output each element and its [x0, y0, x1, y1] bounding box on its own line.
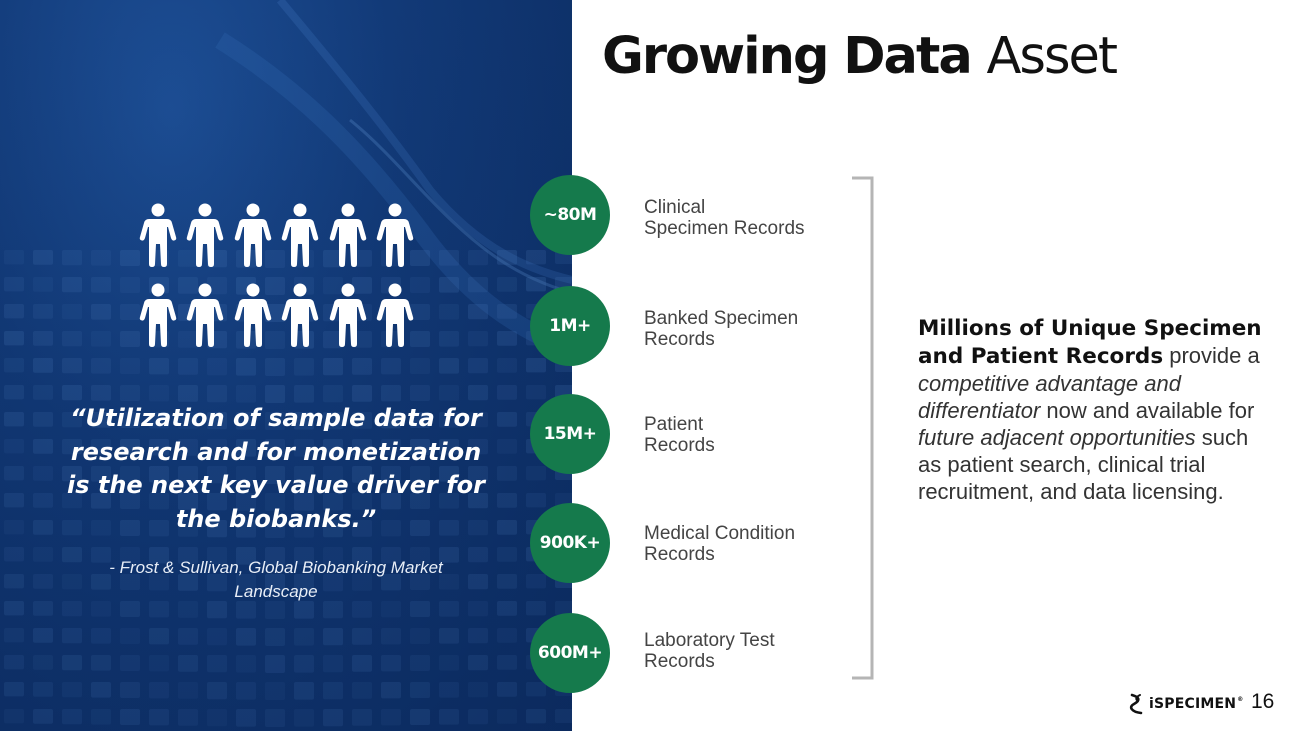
title-light: Asset — [986, 27, 1118, 86]
stat-label-line: Banked Specimen — [644, 308, 799, 329]
summary-text: Millions of Unique Specimen and Patient … — [918, 314, 1268, 505]
stat-badge-banked-specimen: 1M+ — [530, 286, 610, 366]
stat-label-line: Records — [644, 329, 715, 350]
page-number: 16 — [1251, 690, 1275, 713]
person-icon — [324, 283, 372, 349]
ispecimen-logo-mark-icon — [1129, 693, 1143, 715]
stat-label-laboratory-test: Laboratory Test Records — [644, 630, 864, 672]
summary-strong: Millions of Unique Specimen and Patient … — [918, 316, 1262, 369]
stat-label-line: Records — [644, 651, 715, 672]
person-icon — [229, 203, 277, 269]
company-logo: iSPECIMEN® — [1129, 693, 1243, 715]
stat-badge-patient: 15M+ — [530, 394, 610, 474]
quote-attribution: - Frost & Sullivan, Global Biobanking Ma… — [109, 558, 443, 601]
person-icon — [134, 283, 182, 349]
person-icon — [277, 283, 325, 349]
summary-emphasis: competitive advantage and differentiator — [918, 371, 1181, 423]
stat-label-line: Laboratory Test — [644, 630, 775, 651]
stat-label-line: Records — [644, 435, 715, 456]
stat-badge-medical-condition: 900K+ — [530, 503, 610, 583]
stat-label-patient: Patient Records — [644, 414, 864, 456]
title-bold: Growing Data — [602, 27, 973, 86]
person-icon — [229, 283, 277, 349]
left-panel: “Utilization of sample data for research… — [0, 0, 572, 731]
person-icon — [324, 203, 372, 269]
stat-badge-clinical-specimen: ~80M — [530, 175, 610, 255]
people-row — [134, 283, 424, 351]
stat-badge-laboratory-test: 600M+ — [530, 613, 610, 693]
stat-label-line: Records — [644, 544, 715, 565]
logo-text: iSPECIMEN® — [1149, 696, 1243, 712]
person-icon — [182, 203, 230, 269]
summary-part: now and available for — [1040, 398, 1255, 423]
stat-label-banked-specimen: Banked Specimen Records — [644, 308, 864, 350]
stat-label-line: Clinical — [644, 197, 706, 218]
stat-label-line: Specimen Records — [644, 218, 805, 239]
background-texture — [0, 0, 572, 731]
quote-text: “Utilization of sample data for research… — [66, 404, 486, 533]
people-grid — [134, 203, 424, 363]
logo-wordmark: iSPECIMEN — [1149, 696, 1237, 712]
stat-label-line: Medical Condition — [644, 523, 796, 544]
stat-label-medical-condition: Medical Condition Records — [644, 523, 864, 565]
logo-trademark: ® — [1237, 696, 1244, 703]
person-icon — [182, 283, 230, 349]
people-row — [134, 203, 424, 271]
bracket-divider — [852, 176, 874, 680]
summary-part: such as patient search, clinical trial r… — [918, 425, 1249, 504]
summary-emphasis: future adjacent opportunities — [918, 425, 1196, 450]
person-icon — [372, 283, 420, 349]
person-icon — [372, 203, 420, 269]
summary-part: provide a — [1163, 343, 1260, 368]
person-icon — [134, 203, 182, 269]
stat-label-clinical-specimen: Clinical Specimen Records — [644, 197, 864, 239]
stat-label-line: Patient — [644, 414, 704, 435]
page-title: Growing Data Asset — [602, 26, 1118, 88]
person-icon — [277, 203, 325, 269]
